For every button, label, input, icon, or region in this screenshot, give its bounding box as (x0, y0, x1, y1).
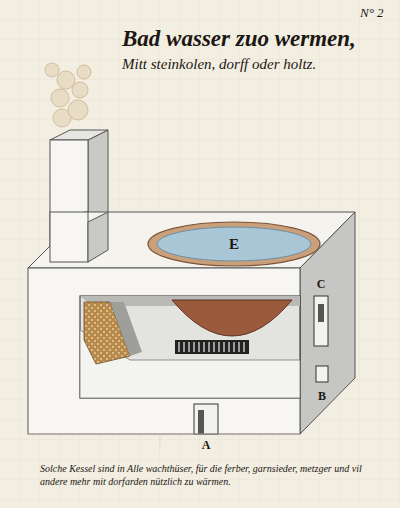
title: Bad wasser zuo wermen, (122, 26, 356, 51)
part-letter: A (202, 439, 211, 452)
part-letter: C (317, 278, 326, 291)
part-letter: E (229, 236, 239, 253)
part-letter: B (318, 390, 326, 403)
caption: Solche Kessel sind in Alle wachthüser, f… (40, 462, 370, 488)
page-number: N° 2 (360, 6, 384, 20)
subtitle: Mitt steinkolen, dorff oder holtz. (122, 56, 316, 73)
